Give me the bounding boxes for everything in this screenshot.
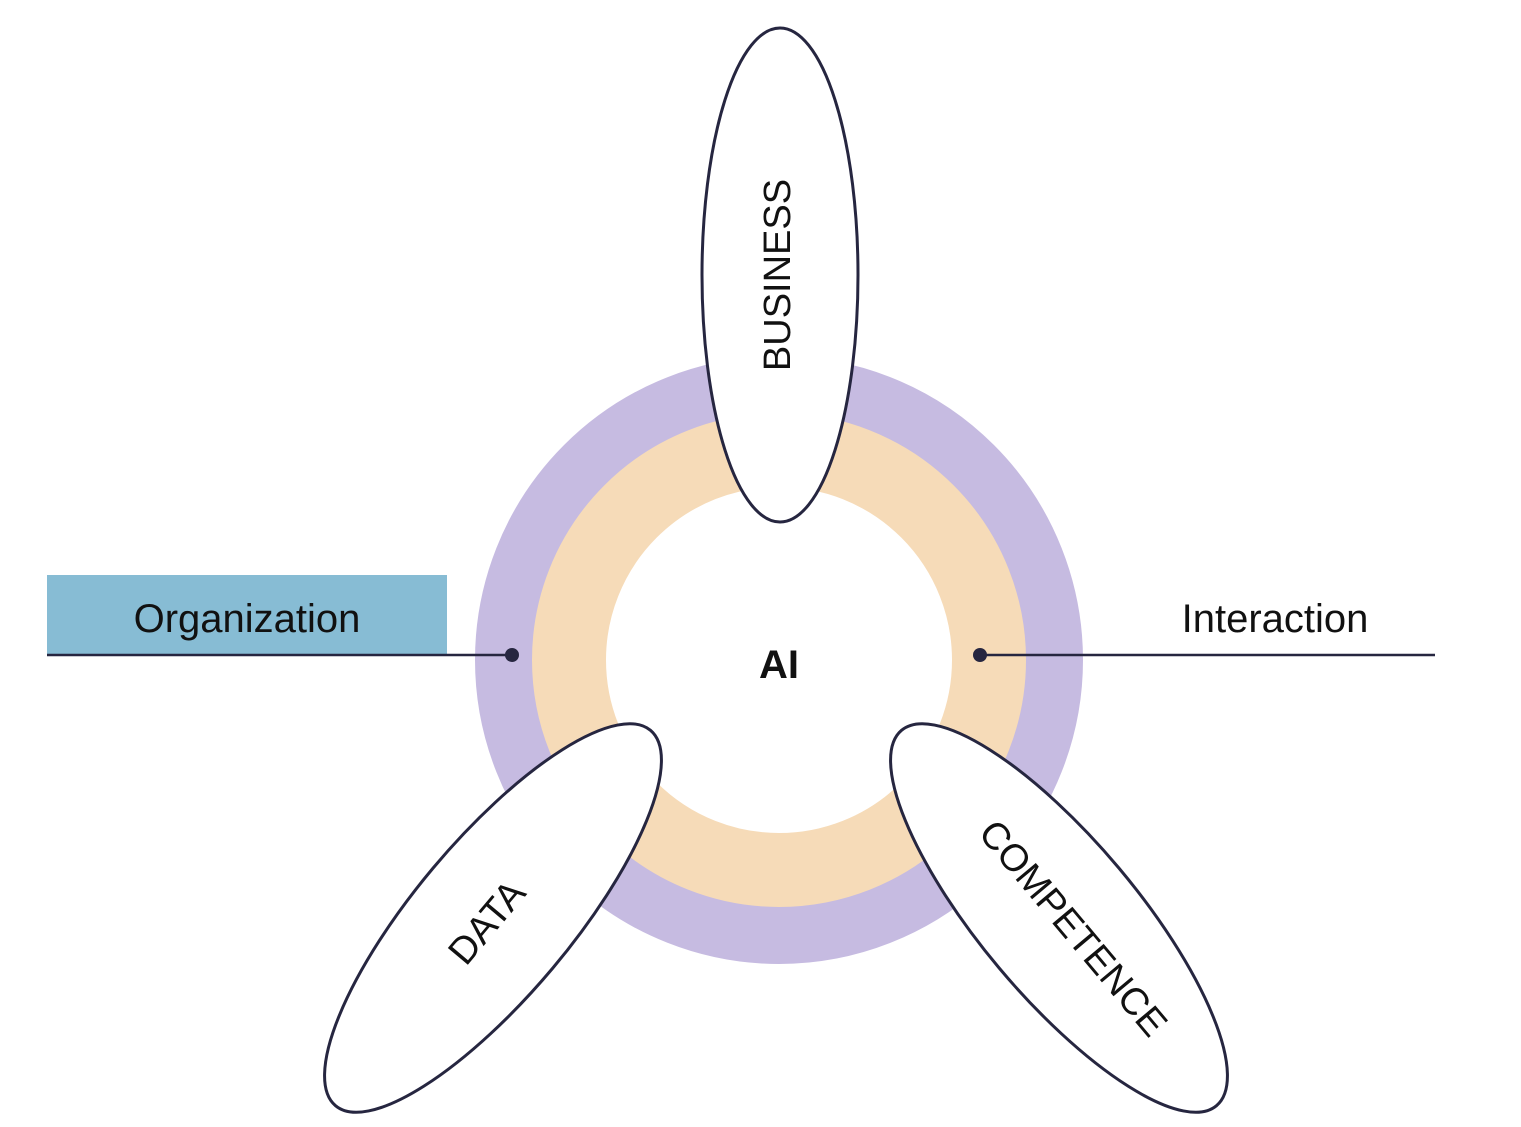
center-label: AI (759, 643, 799, 687)
interaction-connector-dot (973, 648, 987, 662)
data-petal: DATA (323, 722, 663, 1114)
business-label: BUSINESS (757, 179, 799, 371)
organization-label: Organization (134, 597, 361, 641)
organization-connector-dot (505, 648, 519, 662)
core-circle (607, 488, 951, 832)
competence-petal: COMPETENCE (889, 722, 1229, 1114)
business-petal: BUSINESS (700, 26, 860, 524)
organization-callout-box (47, 575, 447, 655)
interaction-label: Interaction (1182, 597, 1369, 641)
